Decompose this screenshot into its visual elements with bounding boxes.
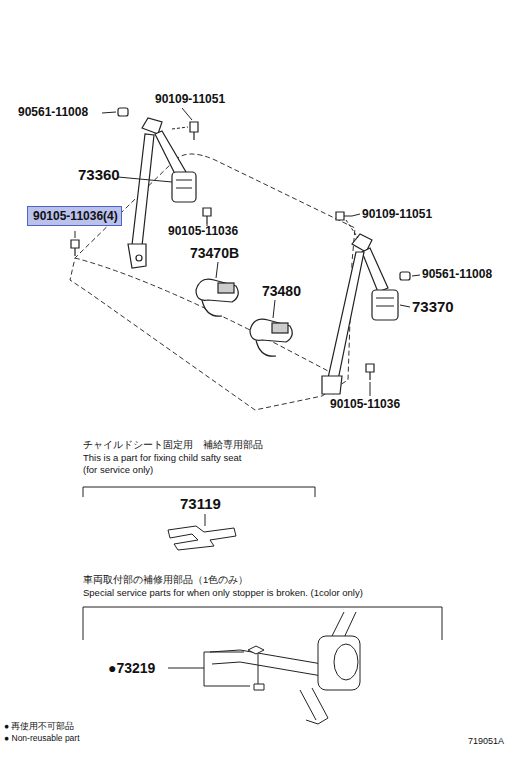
leader-lines-stroke: [75, 231, 76, 238]
part-number: 73470B: [190, 246, 239, 261]
leader-lines-stroke: [412, 275, 420, 276]
stopper-detail-stroke: [318, 636, 360, 690]
bolts-stroke: [71, 240, 79, 256]
bolts: [71, 108, 410, 380]
stopper-detail-stroke: [168, 652, 250, 686]
seat-outline: [70, 154, 355, 410]
leader-lines-stroke: [172, 127, 188, 129]
note-text: チャイルドシート固定用 補給専用部品: [83, 440, 263, 450]
seat-outline-stroke: [175, 154, 355, 262]
part-number: 90561-11008: [422, 268, 492, 281]
seat-outline-stroke: [70, 160, 352, 410]
seat-outline-stroke: [75, 258, 330, 372]
highlight-box: 90105-11036(4): [27, 206, 122, 226]
part-number: 73370: [412, 299, 454, 316]
leader-lines-stroke: [400, 305, 410, 307]
left-belt-stroke: [128, 244, 146, 268]
buckles-stroke: [256, 340, 276, 356]
note-text: 車両取付部の補修用部品（1色のみ）: [83, 575, 248, 585]
bolts-stroke: [366, 364, 374, 380]
stopper-detail-stroke: [258, 654, 259, 684]
leader-lines-stroke: [346, 220, 358, 238]
stopper-detail-stroke: [254, 684, 264, 690]
child-seat-bracket-stroke: [168, 526, 236, 550]
bolts-stroke: [400, 272, 410, 280]
stopper-detail-stroke: [83, 607, 442, 640]
part-number: 90105-11036: [168, 225, 238, 238]
leader-lines-stroke: [273, 300, 275, 318]
note-text: ● Non-reusable part: [4, 734, 80, 743]
part-number: 90105-11036: [330, 398, 400, 411]
leader-lines-stroke: [216, 262, 218, 278]
buckles-stroke: [196, 279, 238, 302]
right-belt-stroke: [376, 298, 394, 306]
note-text: Special service parts for when only stop…: [83, 588, 363, 598]
child-seat-bracket-stroke: [205, 514, 206, 526]
part-number: 73360: [78, 167, 120, 184]
part-number: 90109-11051: [362, 208, 432, 221]
part-number: 73119: [180, 496, 221, 513]
leader-lines-stroke: [370, 382, 371, 396]
note-text: ● 再使用不可部品: [4, 722, 75, 731]
part-number: 90105-11036(4): [33, 210, 116, 223]
leader-lines-stroke: [182, 108, 192, 120]
leader-lines: [75, 108, 420, 396]
right-belt-stroke: [372, 290, 398, 320]
note-text: (for service only): [83, 465, 153, 475]
buckles-stroke: [202, 300, 222, 316]
part-number: ●73219: [108, 661, 155, 676]
leader-lines-stroke: [352, 214, 360, 216]
left-belt-stroke: [155, 131, 186, 176]
leader-lines-stroke: [118, 177, 172, 182]
left-belt-stroke: [142, 118, 162, 134]
right-belt-stroke: [362, 248, 388, 292]
stopper-detail: [83, 607, 442, 724]
left-belt-stroke: [176, 180, 192, 188]
left-belt-stroke: [172, 172, 196, 202]
part-number: 90561-11008: [18, 106, 88, 119]
right-belt-stroke: [322, 376, 342, 394]
buckles-stroke: [272, 323, 288, 333]
buckles-stroke: [218, 283, 234, 293]
stopper-detail-stroke: [300, 688, 328, 724]
bolts-stroke: [190, 122, 198, 140]
buckles-stroke: [250, 319, 292, 342]
leader-lines-stroke: [102, 112, 116, 113]
bolts-stroke: [118, 108, 128, 116]
left-belt: [128, 118, 196, 268]
bolts-stroke: [203, 208, 211, 224]
note-text: This is a part for fixing child safty se…: [83, 453, 241, 463]
stopper-detail-stroke: [210, 650, 322, 676]
stopper-detail-stroke: [248, 646, 264, 654]
part-number: 90109-11051: [155, 93, 225, 106]
note-text: 719051A: [468, 737, 504, 747]
part-number: 73480: [262, 284, 301, 299]
bolts-stroke: [336, 212, 352, 220]
right-belt-stroke: [328, 252, 364, 380]
child-seat-bracket: [83, 487, 315, 550]
right-belt: [322, 234, 398, 394]
left-belt-stroke: [132, 134, 154, 246]
stopper-detail-stroke: [334, 644, 358, 680]
left-belt-stroke: [136, 255, 142, 261]
